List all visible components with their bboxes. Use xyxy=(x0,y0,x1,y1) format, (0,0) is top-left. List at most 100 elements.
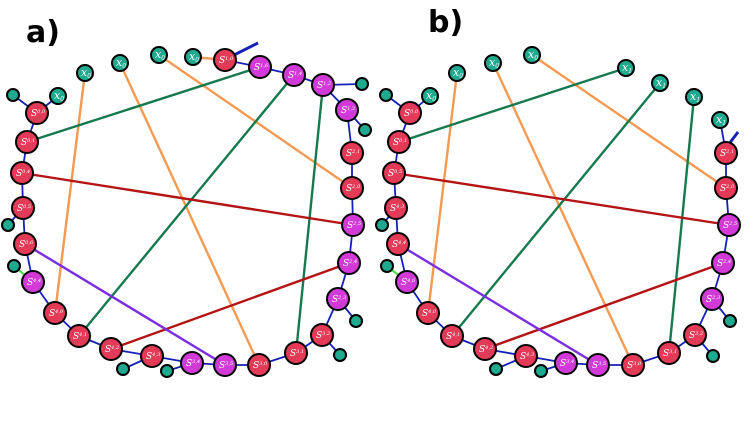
node-circle xyxy=(49,87,67,105)
node-circle xyxy=(714,141,738,165)
stabilizer-node: S4,2 xyxy=(473,337,497,361)
input-node: x0 xyxy=(111,54,129,72)
node-label: S4,1 xyxy=(446,332,460,342)
edge-bx1-b14 xyxy=(426,71,459,315)
node-circle xyxy=(180,351,204,375)
node-circle xyxy=(657,341,681,365)
stabilizer-node: S3,4 xyxy=(554,351,578,375)
node-label: S2,4 xyxy=(343,259,357,269)
node-label: S0,4 xyxy=(16,169,30,179)
stabilizer-node: S0,1 xyxy=(387,130,411,154)
qubit-dot xyxy=(379,88,393,102)
panel-a-label: a) xyxy=(26,15,60,50)
node-circle xyxy=(160,364,174,378)
stabilizer-node: S0,4 xyxy=(10,161,34,185)
node-circle xyxy=(380,259,394,273)
input-node: x0 xyxy=(150,46,168,64)
node-label: S2,5 xyxy=(723,221,737,231)
stabilizer-node: S1,0 xyxy=(213,48,237,72)
stabilizer-node: S4,0 xyxy=(43,301,67,325)
node-label: S3,1 xyxy=(663,349,677,359)
node-label: x0 xyxy=(54,89,64,103)
stabilizer-node: S2,3 xyxy=(326,287,350,311)
stabilizer-node: S1,4 xyxy=(282,63,306,87)
node-circle xyxy=(489,362,503,376)
node-label: S2,3 xyxy=(706,295,720,305)
node-label: S2,3 xyxy=(332,295,346,305)
qubit-dot xyxy=(706,349,720,363)
node-circle xyxy=(282,63,306,87)
node-label: S4,4 xyxy=(27,278,41,288)
node-circle xyxy=(706,349,720,363)
node-circle xyxy=(395,270,419,294)
node-circle xyxy=(621,353,645,377)
stabilizer-node: S4,0 xyxy=(416,301,440,325)
node-label: S0,5 xyxy=(388,169,402,179)
stabilizer-node: S4,6 xyxy=(395,270,419,294)
node-label: x1 xyxy=(716,113,726,127)
node-label: S0,6 xyxy=(19,240,34,250)
node-circle xyxy=(1,218,15,232)
stabilizer-node: S2,0 xyxy=(714,176,738,200)
node-circle xyxy=(523,46,541,64)
node-circle xyxy=(6,88,20,102)
node-label: x0 xyxy=(81,66,91,80)
node-label: x0 xyxy=(189,50,199,64)
node-label: S4,4 xyxy=(392,240,406,250)
edge-b12-b4 xyxy=(483,261,725,351)
stabilizer-node: S4,4 xyxy=(21,270,45,294)
edge-layer xyxy=(7,41,740,372)
input-node: x0 xyxy=(184,48,202,66)
node-layer: S1,0S1,6S1,4S1,2S1,2S2,1S2,0S2,5S2,4S2,3… xyxy=(1,46,741,378)
stabilizer-node: S3,0 xyxy=(247,353,271,377)
node-label: S2,5 xyxy=(347,221,361,231)
qubit-dot xyxy=(489,362,503,376)
node-label: S4,3 xyxy=(390,204,404,214)
node-circle xyxy=(184,48,202,66)
edge-b19-bx5 xyxy=(397,66,628,144)
node-circle xyxy=(448,64,466,82)
node-label: S0,0 xyxy=(404,109,419,119)
node-circle xyxy=(311,73,335,97)
edge-b16-b9 xyxy=(396,242,600,367)
node-circle xyxy=(386,232,410,256)
input-node: x0 xyxy=(484,54,502,72)
node-label: S3,0 xyxy=(627,361,642,371)
input-node: x1 xyxy=(711,111,729,129)
stabilizer-node: S4,3 xyxy=(384,196,408,220)
stabilizer-node: S2,4 xyxy=(337,251,361,275)
node-label: S4,1 xyxy=(73,332,87,342)
node-circle xyxy=(375,218,389,232)
node-label: x1 xyxy=(656,76,666,90)
node-circle xyxy=(484,54,502,72)
node-label: S3,5 xyxy=(219,361,233,371)
stabilizer-node: S2,1 xyxy=(714,141,738,165)
node-circle xyxy=(349,314,363,328)
node-label: S4,2 xyxy=(479,345,493,355)
node-label: S2,1 xyxy=(346,149,360,159)
input-node: x0 xyxy=(49,87,67,105)
stabilizer-node: S2,4 xyxy=(711,251,735,275)
stabilizer-node: S4,3 xyxy=(140,344,164,368)
qubit-dot xyxy=(355,77,369,91)
node-circle xyxy=(387,130,411,154)
node-circle xyxy=(341,213,365,237)
node-label: x1 xyxy=(622,61,632,75)
qubit-dot xyxy=(349,314,363,328)
edge-a21-a14 xyxy=(23,242,227,367)
node-label: S0,1 xyxy=(21,138,35,148)
node-label: S3,4 xyxy=(560,359,574,369)
node-circle xyxy=(140,344,164,368)
node-label: S1,0 xyxy=(219,56,234,66)
stabilizer-node: S3,5 xyxy=(586,353,610,377)
node-circle xyxy=(717,213,741,237)
node-label: S4,3 xyxy=(520,352,534,362)
node-circle xyxy=(700,287,724,311)
node-circle xyxy=(21,270,45,294)
edge-a17-a9 xyxy=(109,261,351,351)
node-circle xyxy=(310,323,334,347)
stabilizer-node: S3,5 xyxy=(213,353,237,377)
node-circle xyxy=(358,123,372,137)
qubit-dot xyxy=(6,88,20,102)
node-label: S0,0 xyxy=(31,109,46,119)
